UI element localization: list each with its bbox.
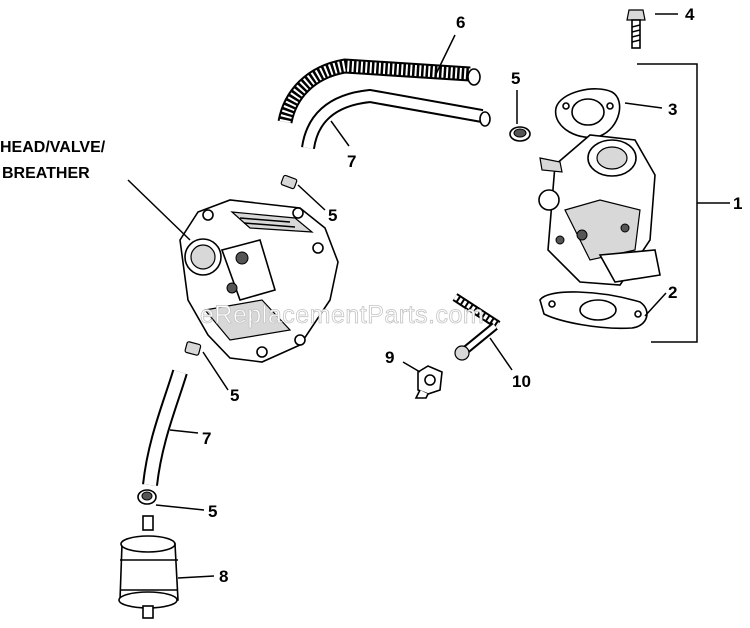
leader-head	[127, 179, 191, 241]
leader-10	[489, 337, 513, 371]
part-10-bolt	[452, 293, 501, 361]
callout-7b: 7	[202, 429, 211, 448]
part-5-clamp-carb	[509, 126, 531, 142]
leader-lines	[127, 13, 730, 579]
callout-3: 3	[668, 100, 677, 119]
callout-6: 6	[456, 13, 465, 32]
callout-5c: 5	[230, 386, 239, 405]
leader-7b	[169, 429, 199, 434]
part-5-clamp-lower	[137, 489, 157, 505]
part-1-carburetor	[538, 134, 661, 286]
assembly-label-line-1: HEAD/VALVE/	[0, 139, 106, 156]
assembly-label-line-2: BREATHER	[2, 165, 90, 182]
callout-10: 10	[512, 372, 531, 391]
part-7-lower-hose	[142, 369, 188, 486]
leader-9	[402, 361, 421, 373]
part-7-upper-hose	[301, 88, 491, 150]
callout-5b: 5	[328, 206, 337, 225]
watermark: eReplacementParts.com	[200, 301, 484, 329]
callout-1: 1	[733, 194, 742, 213]
part-9-clip	[414, 365, 443, 399]
callout-9: 9	[385, 348, 394, 367]
part-2-gasket	[539, 291, 648, 330]
leader-5d	[155, 504, 205, 511]
leader-3	[624, 102, 663, 109]
callout-5d: 5	[208, 502, 217, 521]
part-6-corrugated-hose	[277, 58, 481, 124]
leader-5c	[202, 351, 229, 391]
part-3-gasket	[554, 88, 621, 139]
callout-4: 4	[685, 5, 695, 24]
leader-2	[644, 292, 667, 317]
leader-6	[435, 34, 456, 75]
leader-5b	[297, 184, 326, 211]
callout-7a: 7	[347, 152, 356, 171]
callout-2: 2	[668, 283, 677, 302]
leader-7a	[330, 120, 350, 147]
leader-8	[177, 575, 215, 579]
part-8-fuel-filter	[118, 515, 179, 619]
part-4-screw	[626, 9, 646, 49]
part-5-fitting-lower	[184, 341, 202, 356]
callout-5a: 5	[511, 69, 520, 88]
part-5-fitting-upper	[280, 174, 298, 190]
head-valve-breather-cover	[179, 199, 339, 363]
callout-8: 8	[219, 567, 228, 586]
